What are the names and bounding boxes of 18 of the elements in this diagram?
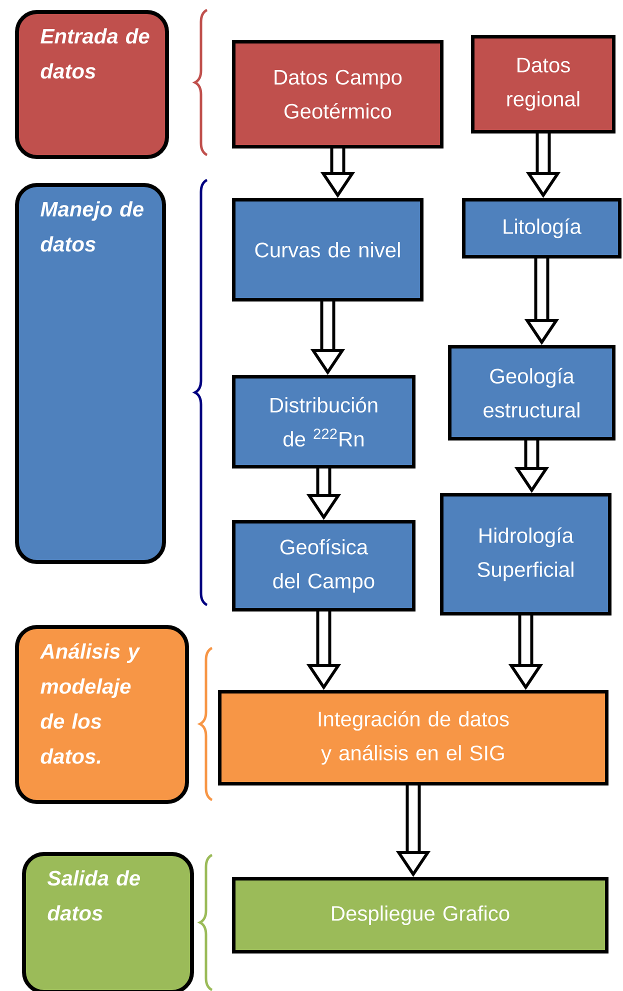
- stage-label: Entrada de datos: [40, 28, 150, 79]
- process-box: Datos Campo Geotérmico: [232, 40, 444, 148]
- process-box: Curvas de nivel: [232, 198, 424, 302]
- stage-box: [15, 183, 166, 564]
- process-box: Litología: [462, 198, 622, 258]
- process-box: Geofísica del Campo: [232, 520, 416, 612]
- stage-label: Salida de datos: [47, 870, 140, 921]
- process-box: Geología estructural: [448, 345, 616, 440]
- process-box: Integración de datos y análisis en el SIG: [218, 690, 608, 786]
- stage-label: Análisis y modelaje de los datos.: [40, 643, 140, 764]
- process-box: Hidrología Superficial: [440, 493, 612, 616]
- process-box: Datos regional: [471, 35, 616, 134]
- stage-box: [15, 625, 189, 804]
- stage-box: [22, 852, 194, 991]
- process-box: Despliegue Grafico: [232, 877, 608, 954]
- stage-box: [15, 10, 169, 159]
- process-box: Distribución de $^{222}$Rn: [232, 375, 416, 468]
- stage-label: Manejo de datos: [40, 201, 144, 252]
